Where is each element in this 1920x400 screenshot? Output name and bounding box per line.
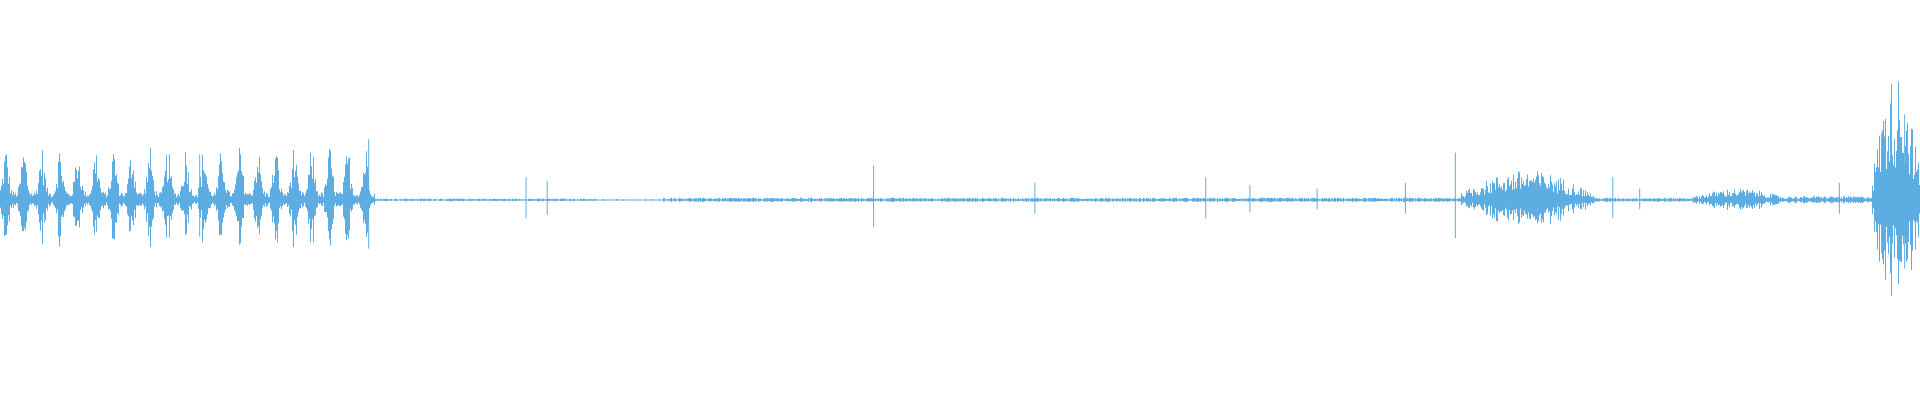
waveform-signal (0, 81, 1920, 296)
